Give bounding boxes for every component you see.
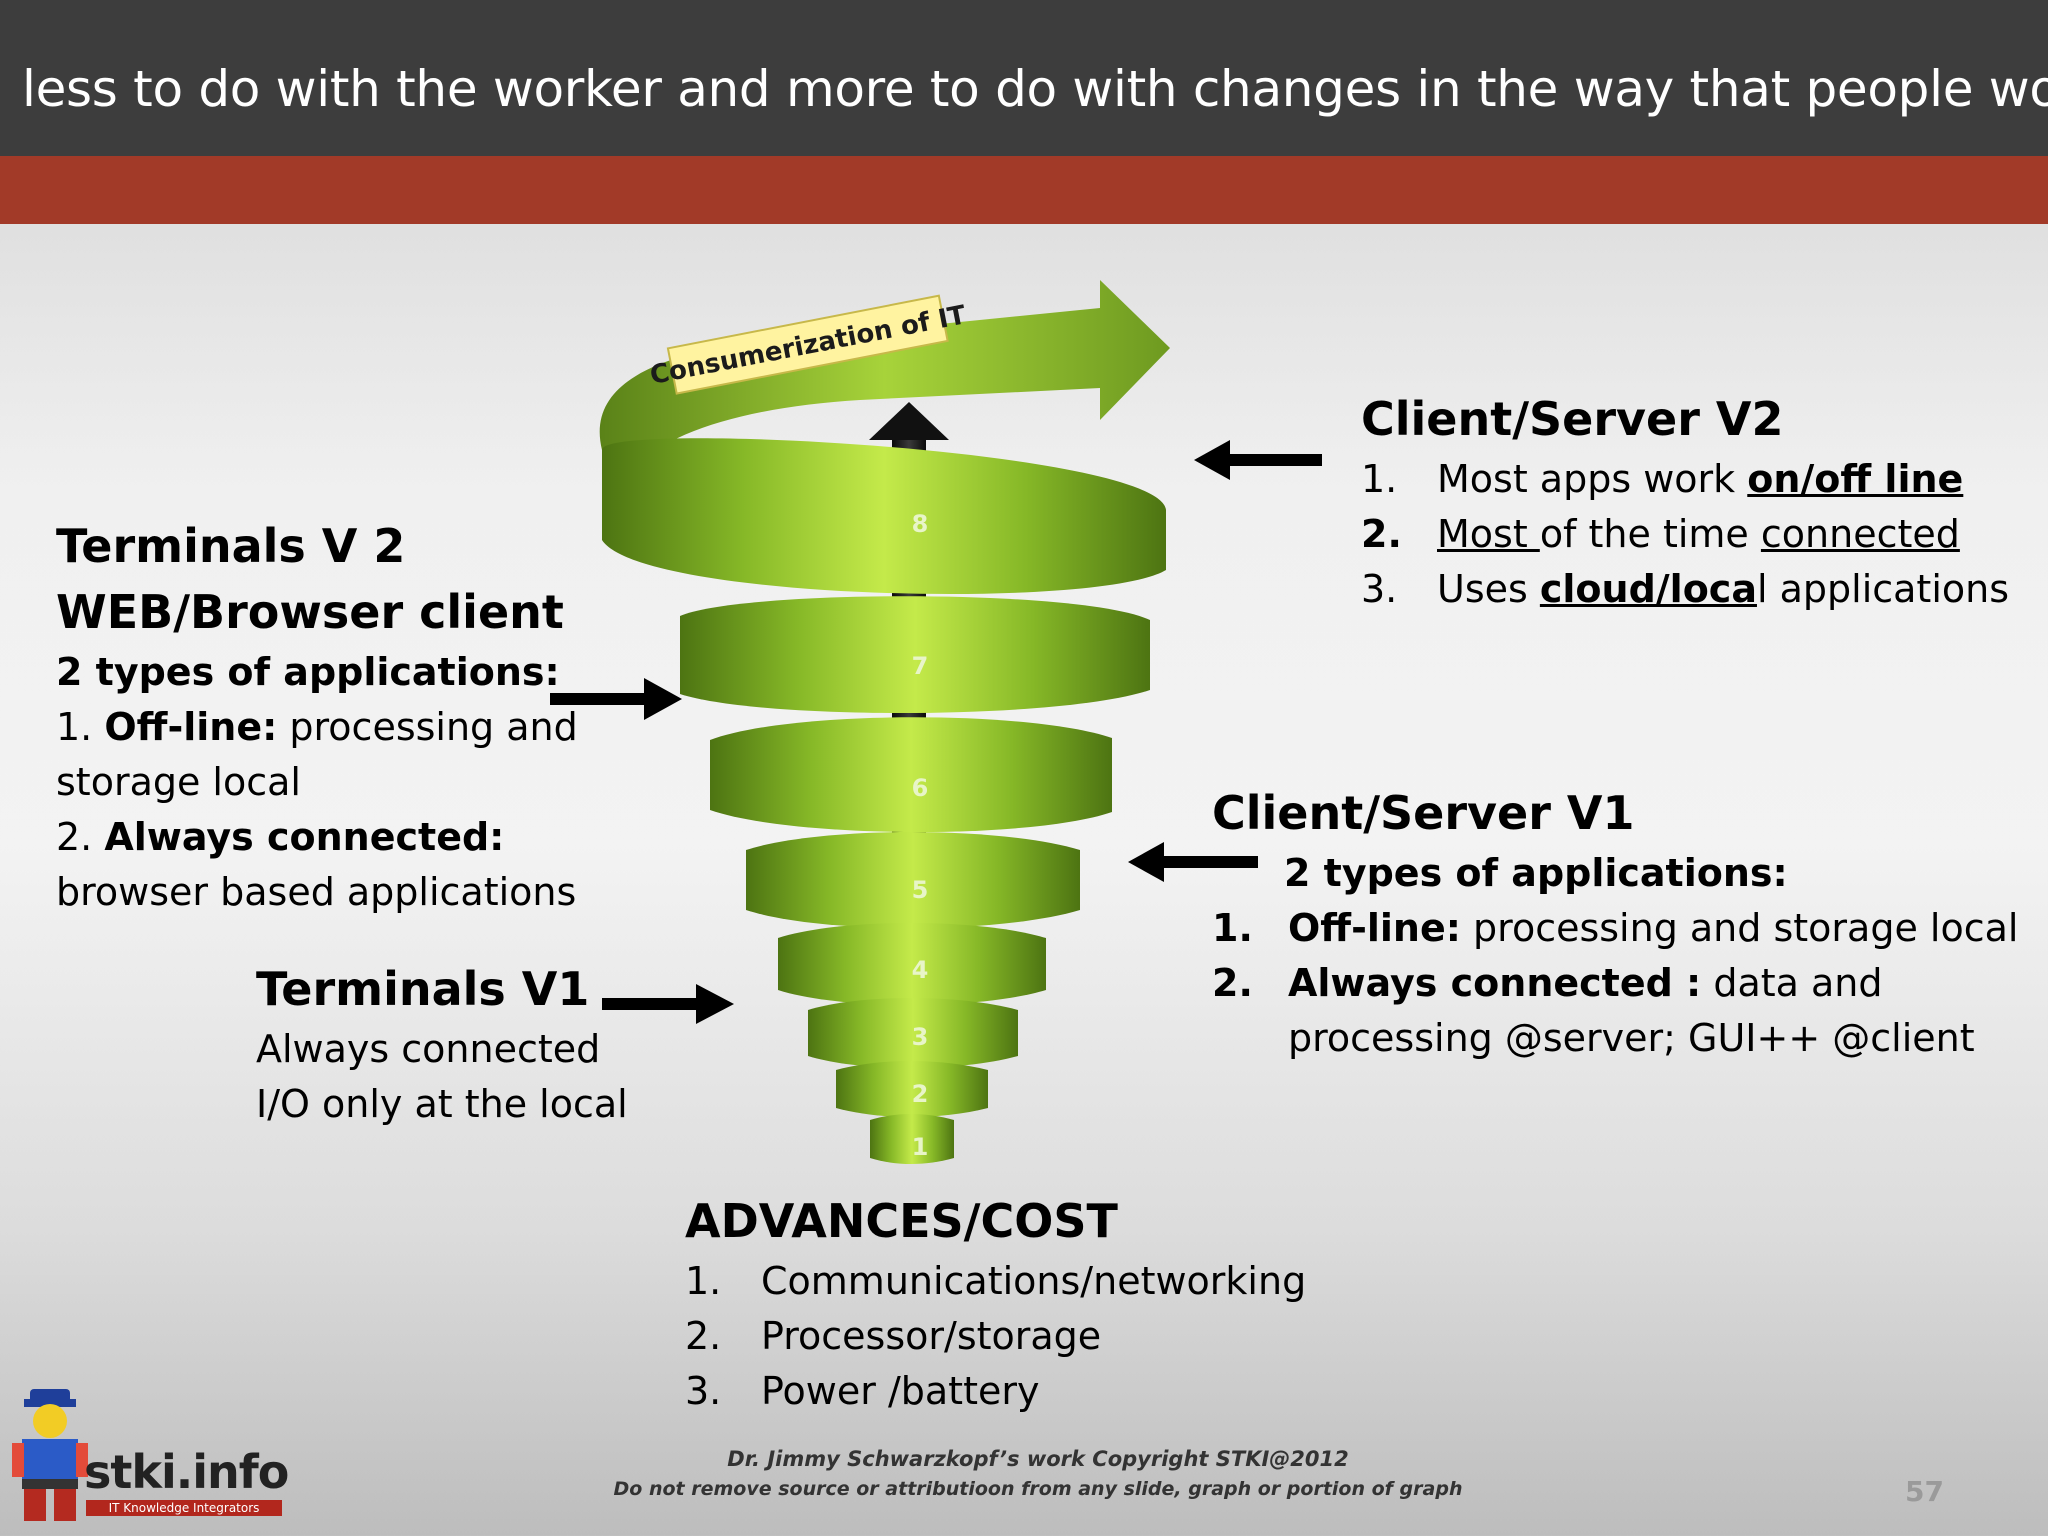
client-server-v2-item-3: 3.Uses cloud/local applications [1361, 567, 2010, 611]
consumerization-banner [666, 294, 949, 395]
client-server-v1-heading: Client/Server V1 [1212, 786, 1635, 840]
terminals-v2-apps-heading: 2 types of applications: [56, 650, 560, 694]
spiral-band-7 [680, 596, 1150, 714]
arrow-to-client-server-v1 [1128, 842, 1258, 882]
spiral-band-8 [601, 438, 1166, 594]
terminals-v2-item-1: 1. Off-line: processing and [56, 705, 578, 749]
level-number-2: 2 [912, 1080, 929, 1108]
client-server-v1-item-1: 1.Off-line: processing and storage local [1212, 906, 2019, 950]
advances-cost-heading: ADVANCES/COST [685, 1194, 1118, 1248]
client-server-v2-item-1: 1.Most apps work on/off line [1361, 457, 1964, 501]
spiral-graphic: 8 7 6 5 4 3 2 1 Consumerization of IT [599, 280, 1170, 1164]
terminals-v2-item-1-cont: storage local [56, 760, 301, 804]
advances-item-3: 3.Power /battery [685, 1369, 1040, 1413]
terminals-v2-heading: Terminals V 2 [56, 519, 406, 573]
stki-logo-text: stki.info [84, 1445, 289, 1499]
level-number-1: 1 [912, 1133, 929, 1161]
client-server-v1-item-2-cont: processing @server; GUI++ @client [1288, 1016, 1975, 1060]
level-number-7: 7 [912, 652, 929, 680]
terminals-v1-line-1: Always connected [256, 1027, 601, 1071]
arrow-to-client-server-v2 [1194, 440, 1322, 480]
spiral-band-3 [808, 998, 1018, 1068]
client-server-v1-apps-heading: 2 types of applications: [1284, 851, 1788, 895]
client-server-v2-block: Client/Server V2 1.Most apps work on/off… [1361, 386, 2009, 617]
spiral-top-band [599, 280, 1170, 490]
arrow-to-terminals-v2 [550, 678, 682, 720]
terminals-v1-block: Terminals V1 Always connected I/O only a… [256, 956, 628, 1132]
spiral-band-2 [836, 1061, 988, 1117]
advances-cost-block: ADVANCES/COST 1.Communications/networkin… [685, 1188, 1306, 1419]
page-number: 57 [1905, 1475, 1944, 1508]
terminals-v2-item-2: 2. Always connected: [56, 815, 505, 859]
arrow-to-terminals-v1 [602, 984, 734, 1024]
advances-item-1: 1.Communications/networking [685, 1259, 1307, 1303]
level-number-6: 6 [912, 774, 929, 802]
client-server-v1-item-2: 2.Always connected : data and [1212, 961, 1883, 1005]
stki-logo: stki.info IT Knowledge Integrators [8, 1385, 289, 1525]
client-server-v1-block: Client/Server V1 2 types of applications… [1212, 780, 2018, 1066]
level-number-3: 3 [912, 1023, 929, 1051]
terminals-v2-block: Terminals V 2 WEB/Browser client 2 types… [56, 513, 578, 920]
client-server-v2-item-2: 2.Most of the time connected [1361, 512, 1960, 556]
spiral-stem-arrowhead [869, 402, 949, 440]
level-number-5: 5 [912, 876, 929, 904]
spiral-band-4 [778, 923, 1046, 1005]
level-number-8: 8 [912, 510, 929, 538]
spiral-band-6 [710, 717, 1112, 833]
spiral-band-1 [870, 1114, 954, 1164]
footer-credit: Dr. Jimmy Schwarzkopf’s work Copyright S… [727, 1447, 1349, 1471]
stki-logo-tagline: IT Knowledge Integrators [86, 1500, 282, 1516]
accent-band [0, 156, 2048, 224]
terminals-v1-heading: Terminals V1 [256, 962, 590, 1016]
title-bar: less to do with the worker and more to d… [0, 0, 2048, 156]
level-number-4: 4 [912, 956, 929, 984]
terminals-v2-subtitle: WEB/Browser client [56, 585, 564, 639]
lego-figure-icon [12, 1389, 88, 1521]
terminals-v1-line-2: I/O only at the local [256, 1082, 628, 1126]
footer-notice: Do not remove source or attributioon fro… [613, 1478, 1463, 1500]
spiral-band-5 [746, 832, 1080, 928]
slide-title: less to do with the worker and more to d… [22, 60, 2048, 118]
client-server-v2-heading: Client/Server V2 [1361, 392, 1784, 446]
terminals-v2-item-2-cont: browser based applications [56, 870, 577, 914]
advances-item-2: 2.Processor/storage [685, 1314, 1102, 1358]
